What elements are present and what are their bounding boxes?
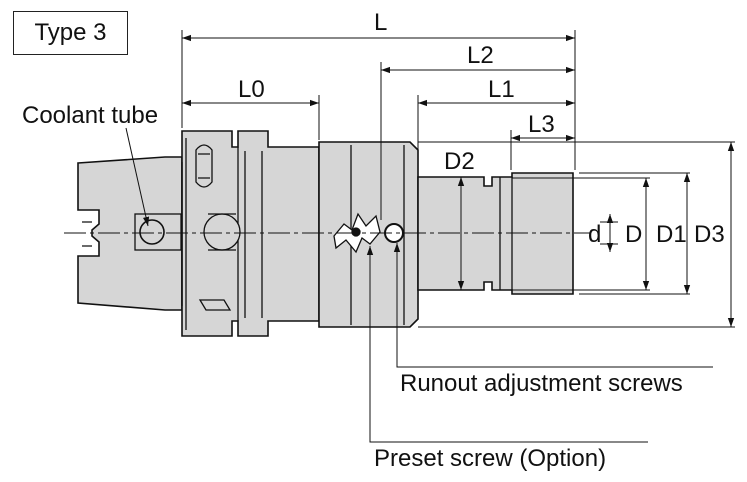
dim-d-label: d [588,221,601,248]
preset-leader [366,246,648,443]
extension-lines [181,30,735,328]
runout-leader [393,243,713,368]
dim-D1-label: D1 [656,221,687,248]
preset-screw-label: Preset screw (Option) [374,445,606,472]
dim-L1-label: L1 [488,76,515,103]
holder-body [77,130,574,337]
dim-L2-label: L2 [467,42,494,69]
dim-L0-label: L0 [238,76,265,103]
runout-screws-label: Runout adjustment screws [400,370,683,397]
dim-D3-label: D3 [694,221,725,248]
type-label: Type 3 [34,19,107,46]
dim-L-label: L [374,9,387,36]
coolant-tube-leader [125,127,150,227]
coolant-tube-label: Coolant tube [22,102,158,129]
coolant-tube-circle [139,219,165,245]
dim-D2-label: D2 [444,148,475,175]
body-details [82,138,513,330]
dim-L3-label: L3 [528,111,555,138]
dim-D-label: D [625,221,642,248]
type-label-box: Type 3 [13,11,128,55]
nose-section [417,172,574,295]
